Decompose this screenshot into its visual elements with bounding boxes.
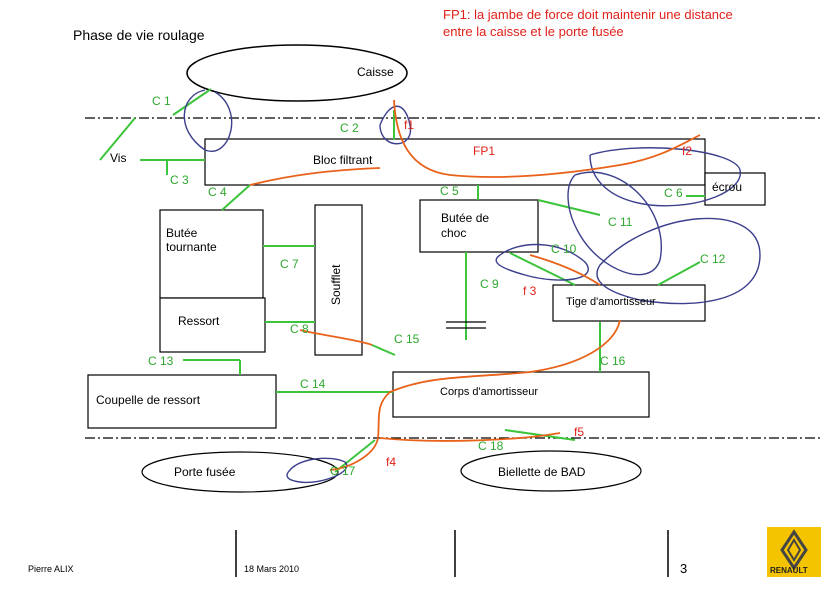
contact-c2: C 2	[340, 121, 359, 135]
c4-line	[221, 184, 251, 211]
contact-c13: C 13	[148, 354, 174, 368]
contact-c5: C 5	[440, 184, 459, 198]
biellette-ellipse	[460, 450, 642, 492]
soufflet-label: Soufflet	[329, 264, 343, 305]
c17-line	[334, 439, 376, 473]
contact-c8: C 8	[290, 322, 309, 336]
tige-label: Tige d'amortisseur	[566, 296, 656, 308]
contact-c1: C 1	[152, 94, 171, 108]
loop-c12	[596, 217, 761, 305]
function-f5: f5	[574, 425, 585, 439]
vis-label: Vis	[110, 151, 127, 165]
butee-tournante-label-1: Butée	[166, 226, 198, 240]
loop-c2	[379, 105, 412, 145]
bloc-filtrant-label: Bloc filtrant	[313, 153, 373, 167]
function-f2: f2	[682, 144, 693, 158]
fp1-branch	[249, 167, 381, 186]
contact-c6: C 6	[664, 186, 683, 200]
contact-c4: C 4	[208, 185, 227, 199]
contact-c3: C 3	[170, 173, 189, 187]
ecrou-label: écrou	[712, 180, 743, 194]
contact-c15: C 15	[394, 332, 420, 346]
butee-choc-box	[419, 199, 539, 253]
c18-line	[504, 429, 576, 441]
phase-label: Phase de vie roulage	[73, 27, 205, 43]
function-f1: f1	[404, 118, 415, 132]
contact-c18: C 18	[478, 439, 504, 453]
ressort-box	[159, 297, 266, 353]
contact-loops	[183, 89, 761, 484]
ressort-label: Ressort	[178, 314, 220, 328]
caisse-label: Caisse	[357, 65, 394, 79]
contact-c9: C 9	[480, 277, 499, 291]
function-fp1: FP1	[473, 144, 496, 158]
c12-line	[657, 261, 701, 286]
renault-logo: RENAULT	[767, 527, 821, 577]
soufflet-box	[314, 204, 363, 356]
contact-c7: C 7	[280, 257, 299, 271]
c15-line	[371, 344, 396, 356]
f-lower-path	[329, 319, 621, 471]
corps-label: Corps d'amortisseur	[440, 386, 539, 398]
c1-line	[172, 88, 212, 116]
porte-fusee-label: Porte fusée	[174, 465, 236, 479]
fp1-path	[393, 99, 701, 178]
contact-c17: C 17	[330, 464, 356, 478]
coupelle-box	[87, 374, 277, 429]
loop-c11	[567, 171, 662, 276]
footer-page-number: 3	[680, 561, 688, 576]
porte-fusee-ellipse	[141, 451, 339, 493]
loop-c6	[589, 147, 741, 207]
contact-c16: C 16	[600, 354, 626, 368]
butee-tournante-box	[159, 209, 264, 299]
renault-diamond-icon	[780, 529, 808, 571]
c15-path	[299, 329, 373, 346]
contact-c11: C 11	[608, 215, 633, 229]
butee-choc-label-2: choc	[441, 226, 467, 240]
function-f3: f 3	[523, 284, 537, 298]
loop-c10	[495, 243, 589, 281]
function-paths	[249, 99, 701, 471]
butee-tournante-label-2: tournante	[166, 240, 217, 254]
contact-c10: C 10	[551, 242, 577, 256]
ecrou-box	[704, 172, 766, 206]
contact-lines	[99, 88, 705, 473]
footer-author: Pierre ALIX	[28, 564, 74, 574]
f5-path	[379, 432, 561, 442]
coupelle-label: Coupelle de ressort	[96, 393, 201, 407]
contact-c12: C 12	[700, 252, 726, 266]
biellette-label: Biellette de BAD	[498, 465, 586, 479]
brand-label: RENAULT	[770, 566, 808, 575]
loop-c1	[183, 89, 233, 152]
f3-path	[529, 254, 601, 286]
loop-c17	[286, 457, 348, 484]
c1-link	[99, 117, 136, 161]
fp1-statement-line1: FP1: la jambe de force doit maintenir un…	[443, 7, 733, 22]
footer-date: 18 Mars 2010	[244, 564, 300, 574]
caisse-ellipse	[186, 44, 408, 102]
contact-c14: C 14	[300, 377, 326, 391]
function-f4: f4	[386, 455, 397, 469]
butee-choc-label-1: Butée de	[441, 211, 490, 225]
fp1-statement-line2: entre la caisse et le porte fusée	[443, 24, 624, 39]
